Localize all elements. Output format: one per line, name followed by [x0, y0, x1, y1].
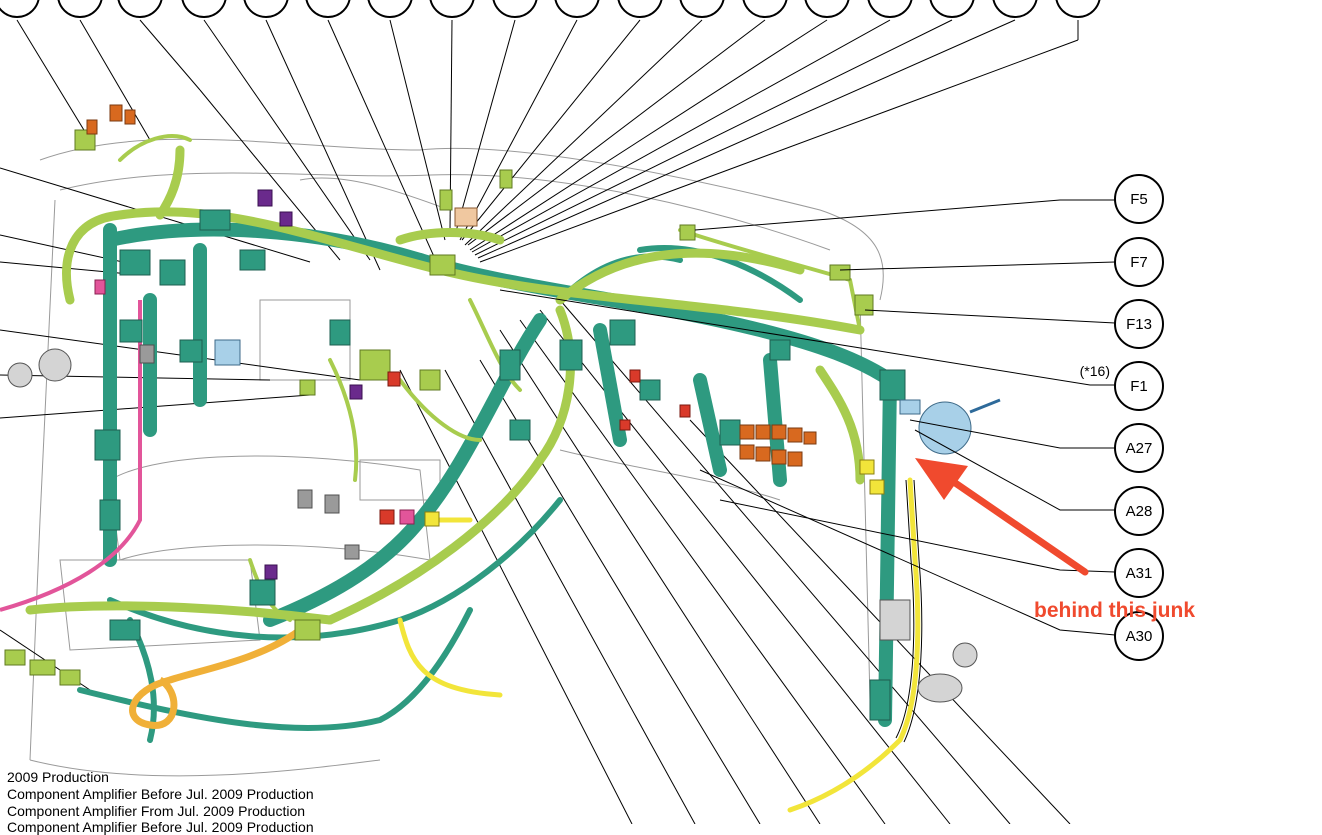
callout-a30: A30 [1114, 611, 1164, 661]
top-callout-circles [0, 0, 1101, 18]
right-leader-lines [499, 199, 1116, 636]
callout-f1-note: (*16) [1080, 363, 1110, 379]
thin-harness-light [118, 134, 862, 622]
legend-line-3: Component Amplifier From Jul. 2009 Produ… [7, 803, 306, 819]
connectors-green [4, 129, 874, 686]
top-leader-lines [16, 19, 1079, 271]
grommets-right [879, 599, 978, 703]
svg-text:A31: A31 [1126, 565, 1153, 582]
callout-a28: A28 [1114, 486, 1164, 536]
connectors-pink [94, 279, 415, 525]
orange-harness-loop [129, 627, 303, 729]
svg-text:F1: F1 [1130, 378, 1148, 395]
annotation-text: behind this junk [1034, 599, 1195, 622]
callout-f5: F5 [1114, 174, 1164, 224]
yellow-wire-outline [895, 479, 923, 743]
svg-text:F13: F13 [1126, 316, 1152, 333]
pink-wire [0, 300, 142, 612]
callout-a31: A31 [1114, 548, 1164, 598]
callout-f7: F7 [1114, 237, 1164, 287]
legend-line-1: 2009 Production [7, 769, 109, 785]
blue-plug [969, 398, 1001, 414]
connectors-purple [257, 189, 363, 580]
connectors-gray [139, 344, 360, 560]
connectors-orange [86, 104, 817, 467]
callout-f1: F1 (*16) [1080, 361, 1164, 411]
legend-line-4: Component Amplifier Before Jul. 2009 Pro… [7, 819, 314, 835]
grommet-left [7, 348, 72, 388]
light-blue-components [214, 339, 972, 455]
svg-text:A28: A28 [1126, 503, 1153, 520]
svg-text:A27: A27 [1126, 440, 1153, 457]
svg-text:F7: F7 [1130, 254, 1148, 271]
svg-text:A30: A30 [1126, 628, 1153, 645]
callout-f13: F13 [1114, 299, 1164, 349]
annotation-arrow [915, 458, 1089, 576]
svg-text:F5: F5 [1130, 191, 1148, 208]
legend-line-2: Component Amplifier Before Jul. 2009 Pro… [7, 786, 314, 802]
connectors-yellow [424, 459, 885, 527]
callout-a27: A27 [1114, 423, 1164, 473]
tan-connector [454, 207, 478, 227]
main-harness-dark [103, 222, 897, 727]
connectors-teal [94, 209, 906, 721]
connectors-red [379, 369, 691, 525]
